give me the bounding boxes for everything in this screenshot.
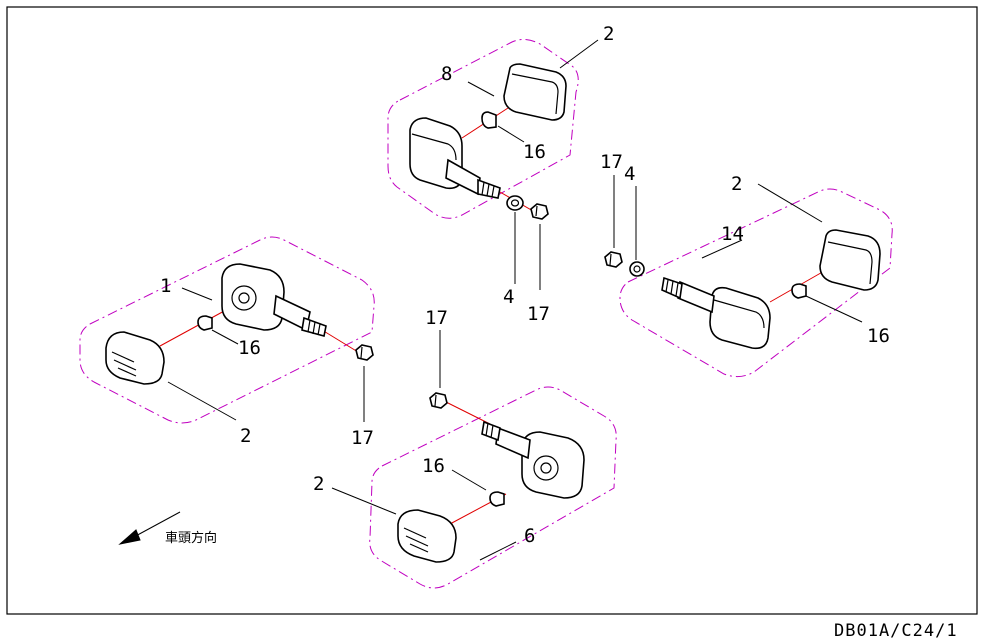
washer-icon [506, 195, 524, 211]
direction-arrow-icon [118, 511, 181, 545]
housing-icon [409, 117, 501, 199]
label-nut-bottom: 17 [425, 307, 448, 329]
label-lens-right: 2 [731, 173, 742, 195]
group-outline-6 [369, 386, 617, 589]
leader-16-left [211, 329, 239, 345]
bulb-icon [197, 315, 213, 331]
label-assembly-14: 14 [721, 223, 744, 245]
label-lens-top: 2 [603, 23, 614, 45]
leader-16-right [805, 295, 863, 323]
lens-icon [503, 63, 567, 121]
washer-icon [629, 261, 645, 277]
bulb-icon [481, 111, 497, 129]
leader-1 [181, 287, 213, 301]
nut-icon [530, 203, 549, 220]
leader-14 [701, 239, 743, 259]
leader-2-right [757, 183, 823, 223]
drawing-frame [6, 6, 978, 615]
group-outline-1 [79, 236, 375, 424]
leader-16-bottom [451, 469, 487, 491]
turn-signal-assembly-6: 17 16 2 6 [313, 307, 617, 589]
label-washer-right: 4 [624, 163, 635, 185]
label-washer-top: 4 [503, 286, 514, 308]
leader-8 [467, 81, 495, 97]
leader-6 [479, 541, 517, 561]
housing-icon [221, 263, 327, 337]
axis-1b [321, 329, 359, 353]
label-bulb-right: 16 [867, 325, 890, 347]
group-outline-14 [619, 188, 893, 378]
turn-signal-assembly-1: 1 16 2 17 [79, 236, 375, 449]
turn-signal-assembly-14: 17 4 2 14 16 [600, 151, 893, 378]
label-lens-left: 2 [240, 425, 251, 447]
bulb-icon [791, 283, 807, 299]
label-assembly-8: 8 [441, 63, 452, 85]
label-assembly-6: 6 [524, 525, 535, 547]
lens-icon [819, 229, 881, 291]
label-bulb-bottom: 16 [422, 455, 445, 477]
lens-icon [105, 331, 165, 385]
bulb-icon [489, 491, 505, 507]
label-lens-bottom: 2 [313, 473, 324, 495]
direction-note: 車頭方向 [165, 530, 217, 546]
group-outline-8 [387, 38, 579, 219]
leader-2-top [559, 39, 599, 69]
label-bulb-left: 16 [238, 337, 261, 359]
label-nut-left: 17 [351, 427, 374, 449]
housing-icon [481, 420, 585, 499]
axis-6b [445, 401, 491, 425]
housing-icon [661, 276, 771, 350]
nut-icon [604, 251, 623, 268]
label-nut-right: 17 [600, 151, 623, 173]
nut-icon [429, 392, 448, 409]
label-nut-top: 17 [527, 303, 550, 325]
leader-2-bottom [331, 487, 397, 515]
label-assembly-1: 1 [160, 275, 171, 297]
label-bulb-top: 16 [523, 141, 546, 163]
lens-icon [397, 509, 457, 563]
nut-icon [355, 344, 374, 361]
drawing-code: DB01A/C24/1 [834, 621, 958, 641]
leader-2-left [167, 381, 237, 421]
turn-signal-assembly-8: 8 2 16 4 17 [387, 23, 614, 325]
leader-16-top [497, 125, 525, 143]
